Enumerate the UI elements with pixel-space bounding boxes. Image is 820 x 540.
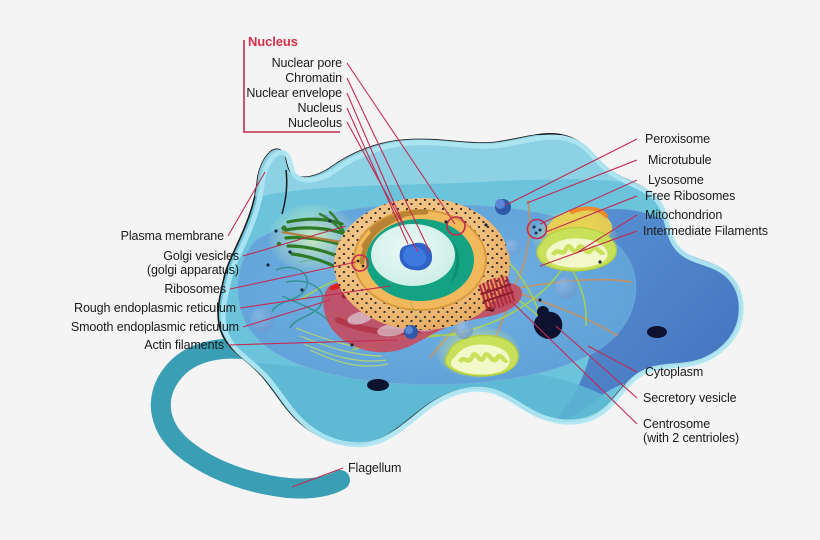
label-secretory-vesicle: Secretory vesicle bbox=[643, 391, 737, 405]
nuclear-pore-marker bbox=[446, 216, 466, 236]
vesicle-shape bbox=[455, 321, 473, 339]
flagellum-shape bbox=[150, 338, 350, 499]
label-rough-endoplasmic-reticulum: Rough endoplasmic reticulum bbox=[74, 301, 236, 315]
label-actin-filaments: Actin filaments bbox=[144, 338, 224, 352]
peroxisome-shape bbox=[495, 199, 511, 215]
free-ribosomes-shape bbox=[266, 219, 602, 347]
vesicle-shape bbox=[250, 308, 274, 332]
label-centrosome: Centrosome bbox=[643, 417, 711, 431]
label-nucleus: Nucleus bbox=[297, 101, 343, 115]
nucleus-group-heading: Nucleus bbox=[248, 34, 298, 49]
label-centrosome-subtext: (with 2 centrioles) bbox=[643, 431, 740, 445]
label-golgi-vesicles: Golgi vesicles bbox=[163, 249, 239, 263]
label-nuclear-envelope: Nuclear envelope bbox=[246, 86, 342, 100]
label-mitochondrion: Mitochondrion bbox=[645, 208, 723, 222]
mitochondrion-shape-upper bbox=[533, 206, 617, 272]
label-chromatin: Chromatin bbox=[285, 71, 342, 85]
label-nuclear-pore: Nuclear pore bbox=[271, 56, 342, 70]
label-ribosomes: Ribosomes bbox=[164, 282, 226, 296]
secretory-vesicle-shape bbox=[533, 306, 563, 340]
vesicles-group bbox=[250, 199, 667, 391]
label-microtubule: Microtubule bbox=[648, 153, 712, 167]
label-nucleolus: Nucleolus bbox=[288, 116, 342, 130]
label-free-ribosomes: Free Ribosomes bbox=[645, 189, 736, 203]
mitochondrion-shape-lower bbox=[436, 326, 520, 378]
lysosome-shape bbox=[526, 218, 548, 240]
label-cytoplasm: Cytoplasm bbox=[645, 365, 704, 379]
vacuole-shape bbox=[367, 379, 389, 391]
vacuole-shape bbox=[647, 326, 667, 338]
label-plasma-membrane: Plasma membrane bbox=[120, 229, 225, 243]
label-intermediate-filaments: Intermediate Filaments bbox=[643, 224, 768, 238]
nucleolus-shape bbox=[399, 242, 433, 271]
centrosome-shape bbox=[478, 275, 516, 311]
vesicle-shape bbox=[555, 277, 577, 299]
label-smooth-endoplasmic-reticulum: Smooth endoplasmic reticulum bbox=[70, 320, 239, 334]
nucleus-shape bbox=[334, 198, 510, 330]
label-lysosome: Lysosome bbox=[648, 173, 704, 187]
label-flagellum: Flagellum bbox=[348, 461, 402, 475]
label-golgi-apparatus-subtext: (golgi apparatus) bbox=[146, 263, 239, 277]
vesicle-shape bbox=[505, 239, 521, 255]
label-peroxisome: Peroxisome bbox=[645, 132, 710, 146]
